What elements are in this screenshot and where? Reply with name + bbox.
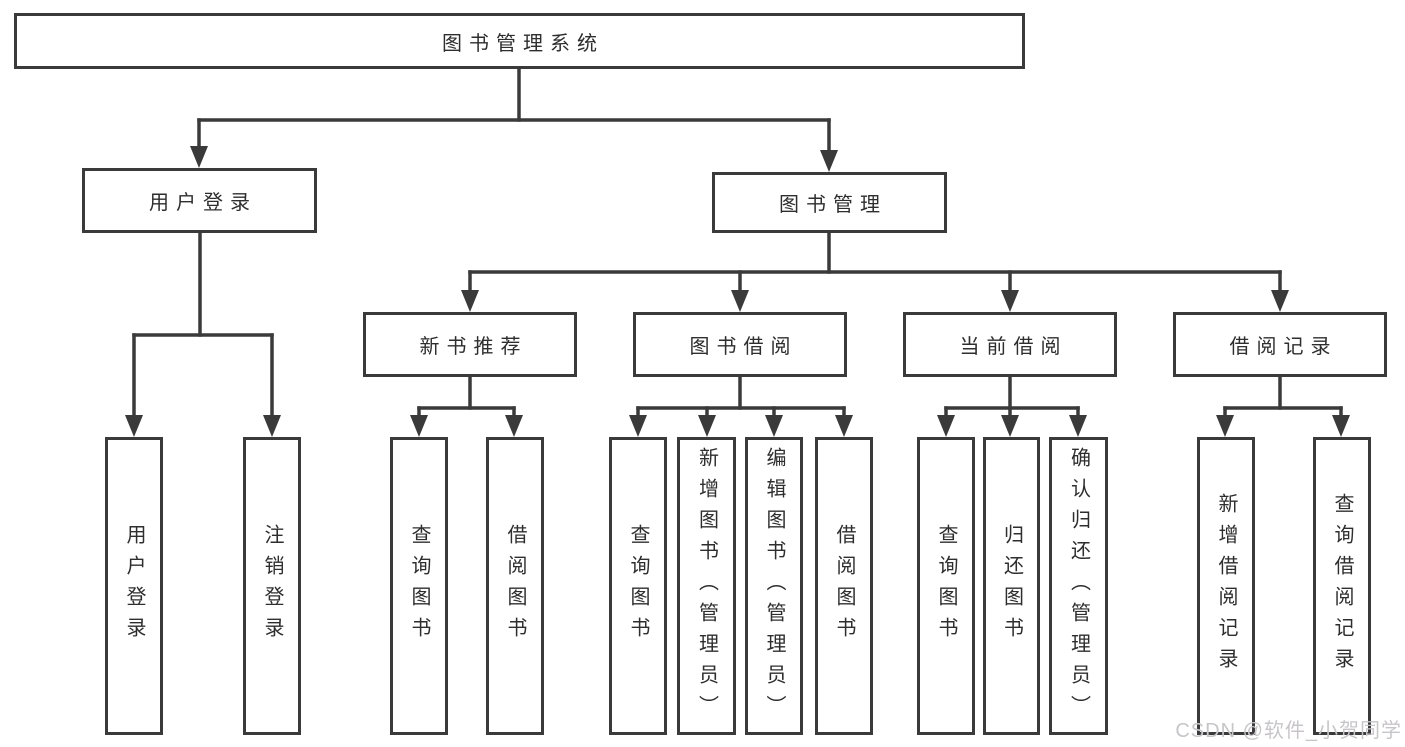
leaf-logout: 注销登录 [243, 437, 301, 735]
leaf-borrow-query-books: 查询图书 [609, 437, 667, 735]
leaf-recommend-query-books-label: 查询图书 [408, 524, 430, 648]
node-new-book-recommend-label: 新书推荐 [419, 336, 528, 358]
leaf-current-return-books-label: 归还图书 [1000, 524, 1023, 648]
leaf-user-login-label: 用户登录 [123, 524, 145, 648]
leaf-current-confirm-return-admin: 确认归还（管理员） [1049, 437, 1108, 735]
leaf-borrow-borrow-books: 借阅图书 [815, 437, 873, 735]
leaf-records-add-record-label: 新增借阅记录 [1215, 493, 1237, 679]
leaf-borrow-borrow-books-label: 借阅图书 [833, 524, 855, 648]
leaf-borrow-query-books-label: 查询图书 [627, 524, 649, 648]
leaf-borrow-add-books-admin-label: 新增图书（管理员） [695, 446, 718, 726]
node-user-login: 用户登录 [82, 168, 317, 233]
node-borrow-records: 借阅记录 [1173, 312, 1387, 377]
leaf-current-query-books: 查询图书 [917, 437, 975, 735]
leaf-logout-label: 注销登录 [261, 524, 283, 648]
leaf-user-login: 用户登录 [105, 437, 163, 735]
node-new-book-recommend: 新书推荐 [363, 312, 577, 377]
leaf-current-return-books: 归还图书 [983, 437, 1040, 735]
leaf-current-query-books-label: 查询图书 [935, 524, 957, 648]
node-root: 图书管理系统 [14, 13, 1025, 69]
leaf-borrow-add-books-admin: 新增图书（管理员） [677, 437, 736, 735]
leaf-current-confirm-return-admin-label: 确认归还（管理员） [1067, 446, 1090, 726]
node-book-management: 图书管理 [712, 172, 947, 233]
leaf-recommend-borrow-books-label: 借阅图书 [504, 524, 526, 648]
leaf-records-query-record-label: 查询借阅记录 [1331, 493, 1353, 679]
node-borrow-records-label: 借阅记录 [1229, 336, 1338, 358]
leaf-recommend-borrow-books: 借阅图书 [486, 437, 544, 735]
leaf-borrow-edit-books-admin-label: 编辑图书（管理员） [763, 446, 785, 726]
node-root-label: 图书管理系统 [442, 32, 604, 55]
leaf-records-query-record: 查询借阅记录 [1313, 437, 1371, 735]
node-book-borrow: 图书借阅 [633, 312, 847, 377]
csdn-watermark: CSDN @软件_小贺同学 [1175, 720, 1402, 742]
node-user-login-label: 用户登录 [149, 192, 257, 214]
node-current-borrow-label: 当前借阅 [959, 336, 1068, 358]
leaf-borrow-edit-books-admin: 编辑图书（管理员） [745, 437, 803, 735]
node-current-borrow: 当前借阅 [903, 312, 1117, 377]
leaf-recommend-query-books: 查询图书 [390, 437, 448, 735]
leaf-records-add-record: 新增借阅记录 [1197, 437, 1255, 735]
node-book-management-label: 图书管理 [779, 194, 887, 216]
node-book-borrow-label: 图书借阅 [689, 336, 798, 358]
